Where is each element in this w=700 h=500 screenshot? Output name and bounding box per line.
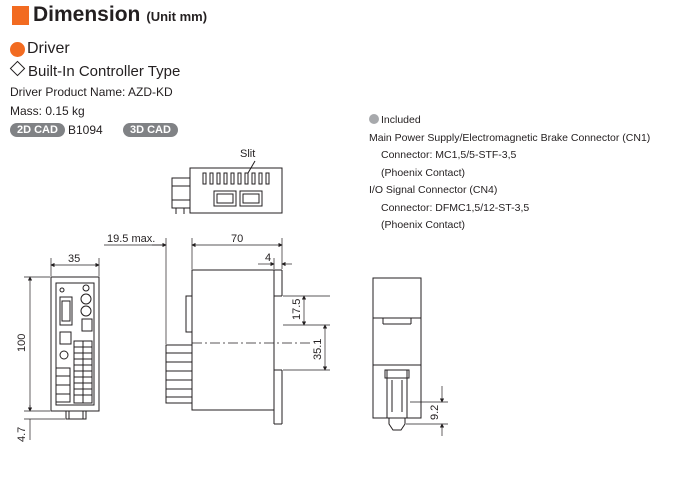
front-view xyxy=(50,276,100,420)
driver-bullet-icon xyxy=(10,42,25,57)
dim-upper-label: 17.5 xyxy=(291,299,303,320)
side-view xyxy=(165,269,310,425)
cad-3d-badge[interactable]: 3D CAD xyxy=(123,123,178,137)
cn4-title: I/O Signal Connector (CN4) xyxy=(369,184,498,196)
connector-notes: Included Main Power Supply/Electromagnet… xyxy=(369,112,650,235)
header-accent-square xyxy=(12,6,29,25)
section-heading: Driver xyxy=(27,40,70,57)
product-name-line: Driver Product Name: AZD-KD xyxy=(10,85,173,99)
slit-vents xyxy=(202,172,270,185)
dim-bottom-label: 4.7 xyxy=(16,427,28,442)
cn4-connector: Connector: DFMC1,5/12-ST-3,5 xyxy=(381,201,530,214)
cn4-maker: (Phoenix Contact) xyxy=(381,219,466,231)
side-dimensions xyxy=(104,238,330,371)
unit-label: (Unit mm) xyxy=(146,9,208,24)
included-dot-icon xyxy=(369,114,379,124)
dim-clip-label: 9.2 xyxy=(429,405,441,420)
included-label: Included xyxy=(381,114,421,126)
dim-height-label: 100 xyxy=(16,334,28,352)
included-line: Included xyxy=(369,112,650,130)
cad-2d-code[interactable]: B1094 xyxy=(68,123,103,137)
cn1-connector: Connector: MC1,5/5-STF-3,5 xyxy=(381,149,517,161)
product-name: AZD-KD xyxy=(128,85,173,99)
cn1-maker: (Phoenix Contact) xyxy=(381,166,466,179)
rear-view xyxy=(372,277,422,431)
page-title-text: Dimension xyxy=(33,3,141,26)
dim-overhang-label: 19.5 max. xyxy=(107,233,155,245)
cn1-title: Main Power Supply/Electromagnetic Brake … xyxy=(369,131,651,144)
top-view xyxy=(171,160,283,214)
dim-width-label: 35 xyxy=(68,253,80,265)
mass-line: Mass: 0.15 kg xyxy=(10,104,85,118)
rear-dimensions xyxy=(406,386,448,436)
dim-lower-label: 35.1 xyxy=(312,339,324,360)
page-title: Dimension (Unit mm) xyxy=(33,3,207,27)
type-heading-text: Built-In Controller Type xyxy=(28,63,181,80)
io-terminal-rows xyxy=(74,341,92,403)
front-dimensions xyxy=(24,258,100,440)
product-label: Driver Product Name: xyxy=(10,85,126,99)
type-heading: Built-In Controller Type xyxy=(9,60,181,80)
cad-2d-badge[interactable]: 2D CAD xyxy=(10,123,65,137)
dim-depth-label: 70 xyxy=(231,233,243,245)
slit-label: Slit xyxy=(240,148,255,160)
dim-step-label: 4 xyxy=(265,252,271,264)
